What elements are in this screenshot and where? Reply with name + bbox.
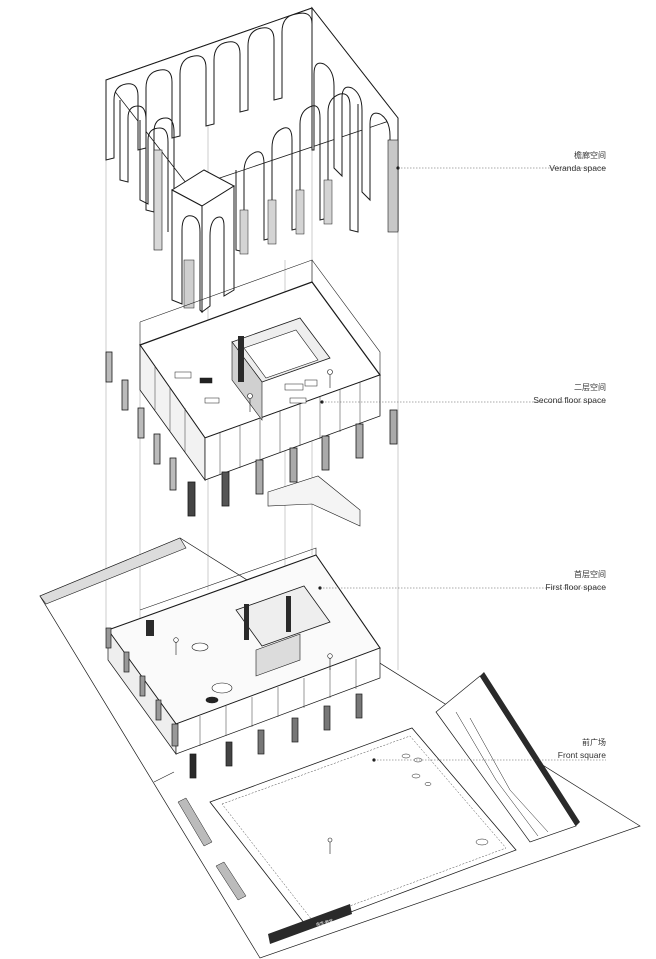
furniture (174, 371, 318, 404)
leader-front (372, 758, 606, 762)
front-left-arches (119, 100, 183, 251)
label-front-square-zh: 前广场 (582, 738, 606, 747)
label-first-floor: 首层空间 First floor space (546, 569, 606, 593)
label-veranda-zh: 檐廊空间 (574, 151, 606, 160)
entrance-sign (268, 904, 352, 944)
label-veranda: 檐廊空间 Veranda space (549, 150, 606, 174)
first-floor-layer (107, 547, 381, 756)
front-right-arches (235, 93, 359, 255)
second-floor-columns (105, 351, 398, 517)
leader-second (320, 400, 606, 404)
first-floor-columns (105, 627, 363, 779)
people-icons (247, 369, 333, 412)
label-front-square-en: Front square (557, 750, 606, 760)
label-second-floor: 二层空间 Second floor space (533, 382, 606, 406)
entrance-canopy (267, 475, 361, 527)
people-icons-first (173, 637, 333, 670)
label-second-floor-en: Second floor space (533, 395, 606, 405)
label-front-square: 前广场 Front square (558, 737, 606, 761)
front-square (177, 672, 580, 944)
second-floor-layer (139, 259, 381, 482)
round-tables (191, 642, 233, 704)
ground-plane (39, 537, 641, 959)
label-first-floor-zh: 首层空间 (574, 570, 606, 579)
label-first-floor-en: First floor space (545, 582, 606, 592)
leader-first (318, 586, 606, 590)
label-second-floor-zh: 二层空间 (574, 383, 606, 392)
label-veranda-en: Veranda space (549, 163, 606, 173)
back-right-arches (311, 6, 399, 233)
veranda-layer (105, 6, 399, 314)
leader-veranda (396, 166, 606, 170)
tower-frame (171, 169, 235, 314)
back-left-arches (105, 7, 313, 161)
